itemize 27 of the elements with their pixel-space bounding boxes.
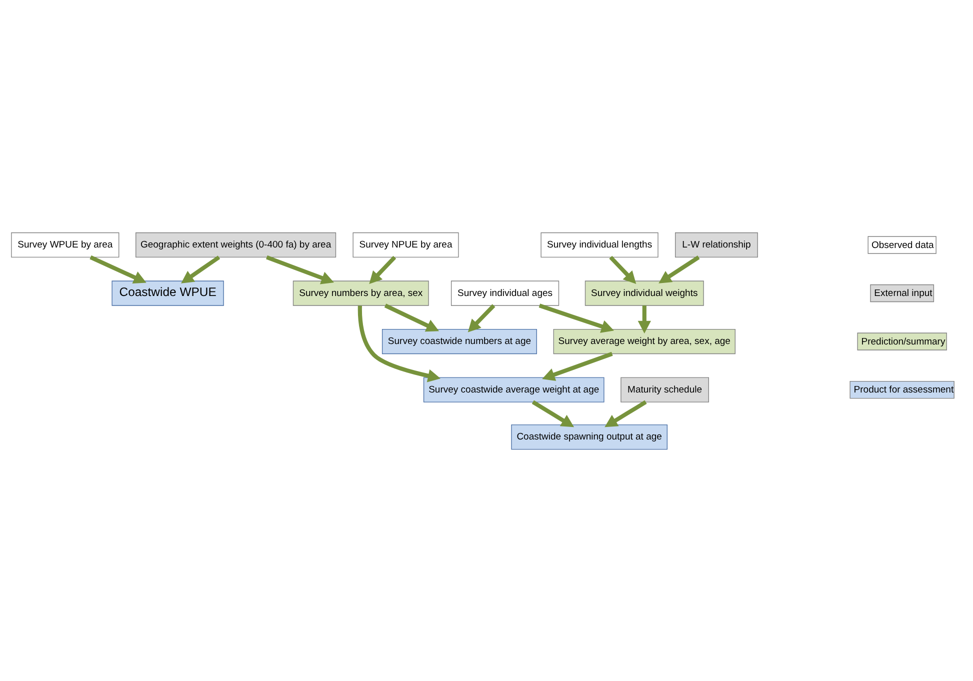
legend-label: Observed data [871,240,934,251]
node-box: Survey NPUE by area [352,232,459,258]
legend-label: Prediction/summary [861,336,946,348]
node-box: Survey numbers by area, sex [292,280,429,306]
node-box: Geographic extent weights (0-400 fa) by area [136,232,336,258]
arrow [358,306,441,382]
node-box: Survey average weight by area, sex, age [553,328,736,354]
node-box: L-W relationship [675,232,758,258]
arrow [542,352,613,381]
node-box: Maturity schedule [620,377,709,402]
node-box: Coastwide spawning output at age [511,424,668,450]
node-box: Survey coastwide average weight at age [423,377,604,402]
legend-label: External input [874,288,932,300]
node-box: Survey individual lengths [540,232,658,258]
arrow [266,255,334,284]
arrow [532,400,574,428]
arrow [658,256,700,284]
node-box: Survey coastwide numbers at age [382,328,537,354]
node-box: Survey WPUE by area [11,232,120,258]
arrow [90,255,146,284]
arrow [638,306,651,334]
arrow [538,304,614,333]
legend-label: Product for assessment [854,384,954,396]
node-box: Survey individual ages [450,280,560,306]
arrow [384,304,439,332]
node-box: Coastwide WPUE [112,280,224,306]
node-box: Survey individual weights [584,280,704,306]
